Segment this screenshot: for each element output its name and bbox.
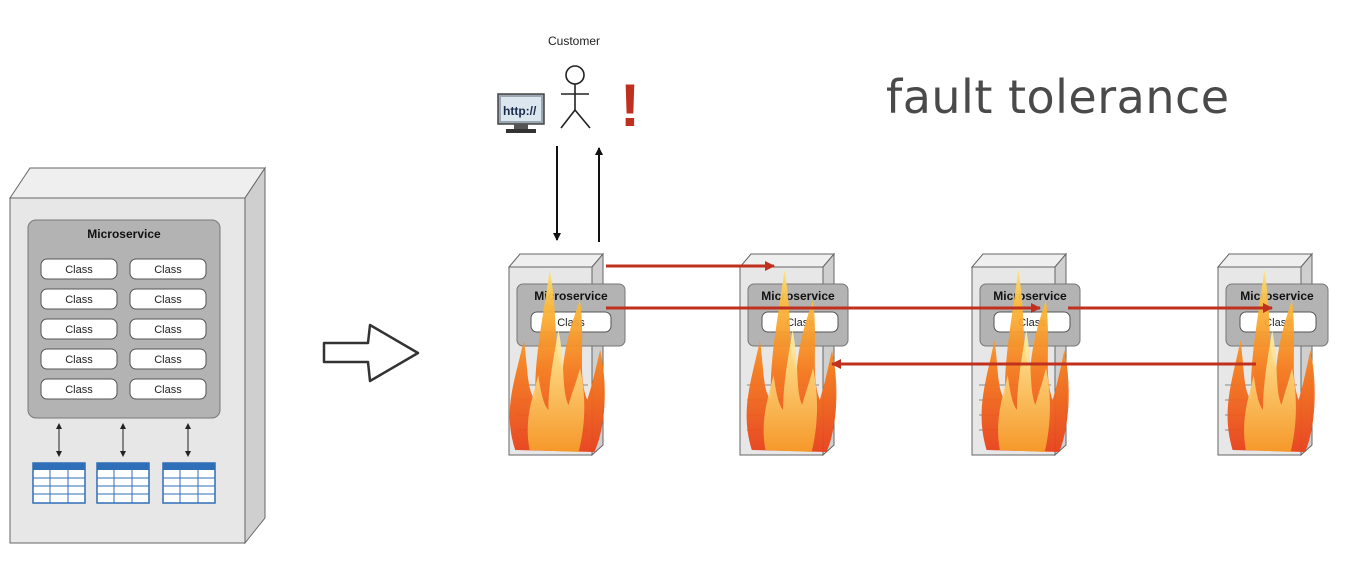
database-table-icon — [162, 462, 216, 504]
monolith-server: Microservice Class Class Class Class Cla… — [9, 166, 266, 545]
stick-figure-icon — [560, 65, 591, 129]
class-label: Class — [65, 384, 93, 396]
service-label: Microservice — [993, 289, 1067, 303]
service-server-2: Microservice Class — [738, 252, 849, 457]
service-server-3: Microservice Class — [970, 252, 1081, 457]
computer-monitor-icon: http:// — [497, 93, 545, 133]
hollow-arrow-icon — [322, 323, 420, 383]
class-label: Class — [65, 354, 93, 366]
customer-label: Customer — [548, 34, 601, 48]
class-label: Class — [154, 354, 182, 366]
class-label: Class — [65, 264, 93, 276]
class-label: Class — [154, 324, 182, 336]
class-label: Class — [154, 384, 182, 396]
diagram-title: fault tolerance — [886, 70, 1230, 124]
browser-text: http:// — [503, 104, 537, 118]
monolith-microservice-label: Microservice — [87, 227, 161, 241]
class-label: Class — [65, 294, 93, 306]
database-table-icon — [32, 462, 86, 504]
class-label: Class — [154, 264, 182, 276]
service-label: Microservice — [1240, 289, 1314, 303]
class-label: Class — [65, 324, 93, 336]
service-server-1: Microservice Class — [507, 252, 626, 457]
class-grid: Class Class Class Class Class Class Clas… — [40, 258, 207, 400]
service-server-4: Microservice Class — [1216, 252, 1329, 457]
exclamation-icon: ! — [620, 72, 640, 139]
service-label: Microservice — [761, 289, 835, 303]
database-table-icon — [96, 462, 150, 504]
class-label: Class — [154, 294, 182, 306]
